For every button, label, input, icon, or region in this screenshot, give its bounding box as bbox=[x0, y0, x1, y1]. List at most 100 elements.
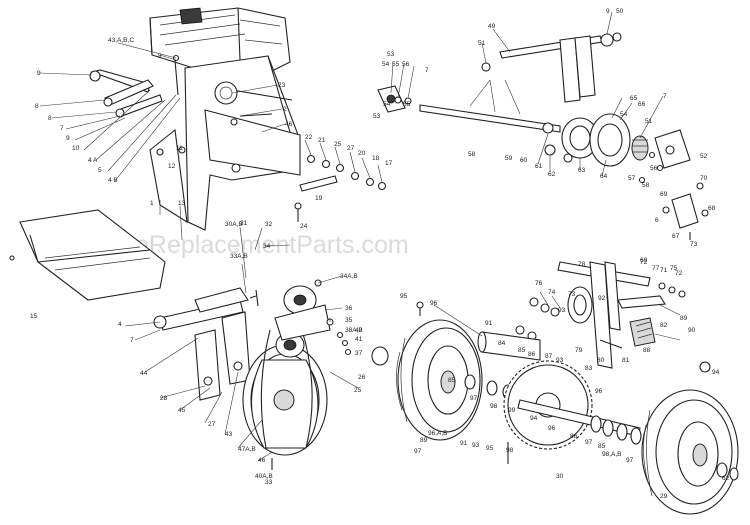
part-callout-label: 9 bbox=[606, 8, 610, 15]
scraper-plate bbox=[9, 209, 166, 301]
part-callout-label: 75 bbox=[670, 265, 678, 272]
part-callout-label: 37 bbox=[355, 350, 363, 357]
part-callout-label: 41 bbox=[355, 336, 363, 343]
part-callout-label: 88 bbox=[643, 347, 651, 354]
part-callout-label: 47A,B bbox=[238, 446, 256, 453]
part-callout-label: 91 bbox=[485, 320, 493, 327]
part-callout-label: 18 bbox=[372, 155, 380, 162]
drive-sprocket bbox=[503, 360, 642, 464]
belt-pulley-drive bbox=[242, 279, 352, 470]
part-callout-label: 52 bbox=[700, 153, 708, 160]
leader-lines bbox=[39, 11, 681, 462]
part-callout-label: 96 bbox=[430, 300, 438, 307]
part-callout-label: 51 bbox=[645, 118, 653, 125]
part-callout-label: 49 bbox=[488, 23, 496, 30]
part-callout-label: 9 bbox=[37, 70, 41, 77]
part-callout-label: 59 bbox=[505, 155, 513, 162]
part-callout-label: 96 bbox=[595, 388, 603, 395]
part-callout-label: 74 bbox=[548, 289, 556, 296]
part-callout-label: 84 bbox=[498, 340, 506, 347]
part-callout-label: 69 bbox=[660, 191, 668, 198]
part-callout-label: 27 bbox=[347, 145, 355, 152]
part-callout-label: 8 bbox=[35, 103, 39, 110]
part-callout-label: 98,A,B bbox=[602, 451, 622, 458]
part-callout-label: 85 bbox=[518, 347, 526, 354]
part-callout-label: 83 bbox=[585, 365, 593, 372]
part-callout-label: 8 bbox=[48, 115, 52, 122]
part-callout-label: 56 bbox=[650, 165, 658, 172]
part-callout-label: 79 bbox=[575, 347, 583, 354]
part-callout-label: 89 bbox=[680, 315, 688, 322]
main-frame-housing bbox=[149, 55, 301, 231]
part-callout-label: 10 bbox=[72, 145, 80, 152]
upper-drive-shaft-assembly bbox=[377, 32, 691, 184]
part-callout-label: 93 bbox=[556, 357, 564, 364]
part-callout-label: 85 bbox=[448, 377, 456, 384]
part-callout-label: 11 bbox=[176, 145, 183, 152]
part-callout-label: 97 bbox=[626, 457, 634, 464]
lever-bracket-assembly bbox=[153, 287, 259, 401]
part-callout-label: 94 bbox=[712, 369, 720, 376]
part-callout-label: 4 A bbox=[88, 157, 98, 164]
part-callout-label: 29 bbox=[660, 493, 668, 500]
part-callout-label: 55 bbox=[403, 101, 411, 108]
part-callout-label: 98 bbox=[506, 447, 514, 454]
part-callout-label: 17 bbox=[385, 160, 393, 167]
part-callout-label: 54 bbox=[382, 61, 390, 68]
linkage-rods-mid bbox=[294, 154, 387, 222]
part-callout-label: 71 bbox=[660, 267, 668, 274]
part-callout-label: 57 bbox=[628, 175, 636, 182]
part-callout-label: 43 bbox=[225, 431, 233, 438]
part-callout-label: 78 bbox=[578, 261, 586, 268]
part-callout-label: 34A,B bbox=[340, 273, 358, 280]
part-callout-label: 98 bbox=[490, 403, 498, 410]
part-callout-label: 91 bbox=[460, 440, 468, 447]
part-callout-label: 15 bbox=[30, 313, 38, 320]
part-callout-label: 24 bbox=[300, 223, 308, 230]
part-callout-label: 40A,B bbox=[255, 473, 273, 480]
part-callout-label: 27 bbox=[208, 421, 216, 428]
part-callout-label: 62 bbox=[548, 171, 556, 178]
part-callout-label: 20 bbox=[358, 150, 366, 157]
part-callout-label: 30 bbox=[556, 473, 564, 480]
part-callout-label: 54 bbox=[383, 101, 391, 108]
part-callout-label: 87 bbox=[545, 353, 553, 360]
part-callout-label: 93 bbox=[472, 442, 480, 449]
part-callout-label: 31 bbox=[240, 220, 248, 227]
part-callout-label: 53 bbox=[387, 51, 395, 58]
part-callout-label: 86 bbox=[570, 433, 578, 440]
part-callout-label: 4 B bbox=[108, 177, 118, 184]
part-callout-label: 72 bbox=[675, 270, 683, 277]
part-callout-label: 65 bbox=[630, 95, 638, 102]
part-callout-label: 90 bbox=[688, 327, 696, 334]
part-callout-label: 70 bbox=[700, 175, 708, 182]
part-callout-label: 54 bbox=[620, 111, 628, 118]
right-drive-wheel bbox=[641, 361, 739, 515]
part-callout-label: 9 bbox=[66, 135, 70, 142]
part-callout-label: 97 bbox=[585, 439, 593, 446]
part-callout-label: 97 bbox=[414, 448, 422, 455]
part-callout-label: 23 bbox=[278, 82, 286, 89]
part-callout-label: 99 bbox=[508, 407, 516, 414]
part-callout-label: 7 bbox=[130, 337, 134, 344]
part-callout-label: 93 bbox=[558, 307, 566, 314]
part-callout-label: 13 bbox=[178, 200, 186, 207]
part-callout-label: 19 bbox=[315, 195, 323, 202]
part-callout-label: 58 bbox=[642, 182, 650, 189]
part-callout-label: 44 bbox=[140, 370, 148, 377]
part-callout-label: 80 bbox=[597, 357, 605, 364]
part-callout-label: 6 bbox=[655, 217, 659, 224]
part-callout-label: 26 bbox=[358, 374, 366, 381]
part-callout-label: 38A,B bbox=[345, 327, 363, 334]
small-bracket-right bbox=[662, 182, 709, 240]
part-callout-label: 2 bbox=[283, 106, 287, 113]
part-callout-label: 66 bbox=[638, 101, 646, 108]
part-callout-label: 55 bbox=[392, 61, 400, 68]
part-callout-label: 7 bbox=[60, 125, 64, 132]
engine-block bbox=[149, 7, 291, 73]
part-callout-label: 32 bbox=[265, 221, 273, 228]
part-callout-label: 85 bbox=[598, 443, 606, 450]
part-callout-label: 8 bbox=[158, 53, 162, 60]
